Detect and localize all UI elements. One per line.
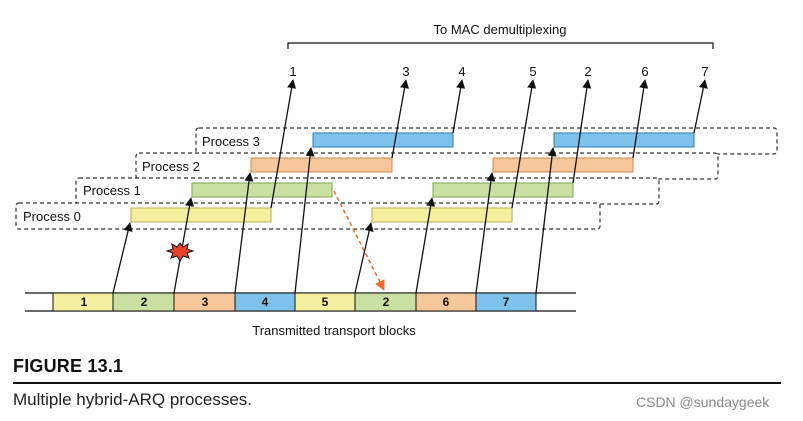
arrow-block-1 — [112, 222, 133, 294]
figure-number: FIGURE 13.1 — [13, 356, 124, 376]
transport-block-8 — [475, 292, 537, 312]
process-lane-0: Process 0 — [15, 202, 601, 230]
arrow-to-mac-2 — [572, 79, 592, 184]
mac-bracket — [287, 42, 714, 49]
arrow-to-mac-4 — [452, 79, 466, 134]
process-3-bar-2 — [553, 132, 695, 148]
process-lane-2: Process 2 — [135, 152, 719, 180]
arrow-block-6 — [415, 197, 436, 294]
top-number-5: 5 — [529, 64, 536, 79]
process-1-label: Process 1 — [83, 183, 141, 198]
block-label-1: 1 — [81, 295, 88, 309]
arrow-block-4 — [294, 147, 315, 294]
arrow-to-mac-7 — [693, 79, 708, 134]
block-to-process-arrows — [112, 147, 557, 294]
figure-caption: Multiple hybrid-ARQ processes. — [13, 390, 253, 409]
figure-divider — [13, 382, 781, 384]
process-0-label: Process 0 — [23, 209, 81, 224]
block-label-8: 7 — [503, 295, 510, 309]
process-3-bar-1 — [312, 132, 454, 148]
top-number-6: 6 — [641, 64, 648, 79]
block-label-3: 3 — [202, 295, 209, 309]
arrow-to-mac-1 — [270, 79, 297, 209]
block-label-2: 2 — [141, 295, 148, 309]
mac-label: To MAC demultiplexing — [434, 22, 567, 37]
process-0-bar-1 — [130, 207, 272, 223]
retransmission-arrow — [333, 190, 385, 291]
watermark: CSDN @sundaygeek — [636, 394, 770, 410]
top-number-2: 2 — [584, 64, 591, 79]
process-1-bar-2 — [432, 182, 574, 198]
top-number-3: 3 — [402, 64, 409, 79]
block-label-5: 5 — [322, 295, 329, 309]
top-number-4: 4 — [458, 64, 465, 79]
process-2-bar-2 — [492, 157, 634, 173]
block-label-6: 2 — [383, 295, 390, 309]
arrow-block-5 — [354, 222, 374, 294]
error-burst-icon — [165, 242, 195, 262]
top-number-1: 1 — [289, 64, 296, 79]
process-0-bar-2 — [371, 207, 513, 223]
process-1-bar-1 — [191, 182, 333, 198]
block-label-4: 4 — [262, 295, 269, 309]
arrow-to-mac-6 — [632, 79, 649, 159]
arrow-block-8 — [535, 147, 557, 294]
arrow-to-mac-5 — [511, 79, 537, 209]
block-label-7: 6 — [443, 295, 450, 309]
arrow-block-3 — [234, 172, 254, 294]
process-to-mac-arrows — [270, 79, 708, 209]
process-lane-1: Process 1 — [75, 177, 660, 205]
process-lane-3: Process 3 — [195, 127, 778, 155]
arrow-block-2 — [173, 197, 195, 294]
arrow-to-mac-3 — [391, 79, 410, 159]
arrow-block-7 — [475, 172, 496, 294]
process-2-bar-1 — [250, 157, 393, 173]
transmitted-blocks-label: Transmitted transport blocks — [252, 323, 416, 338]
process-2-label: Process 2 — [142, 159, 200, 174]
top-number-7: 7 — [701, 64, 708, 79]
transport-strip: 1 2 3 4 5 2 6 7 — [25, 292, 576, 312]
process-3-label: Process 3 — [202, 134, 260, 149]
